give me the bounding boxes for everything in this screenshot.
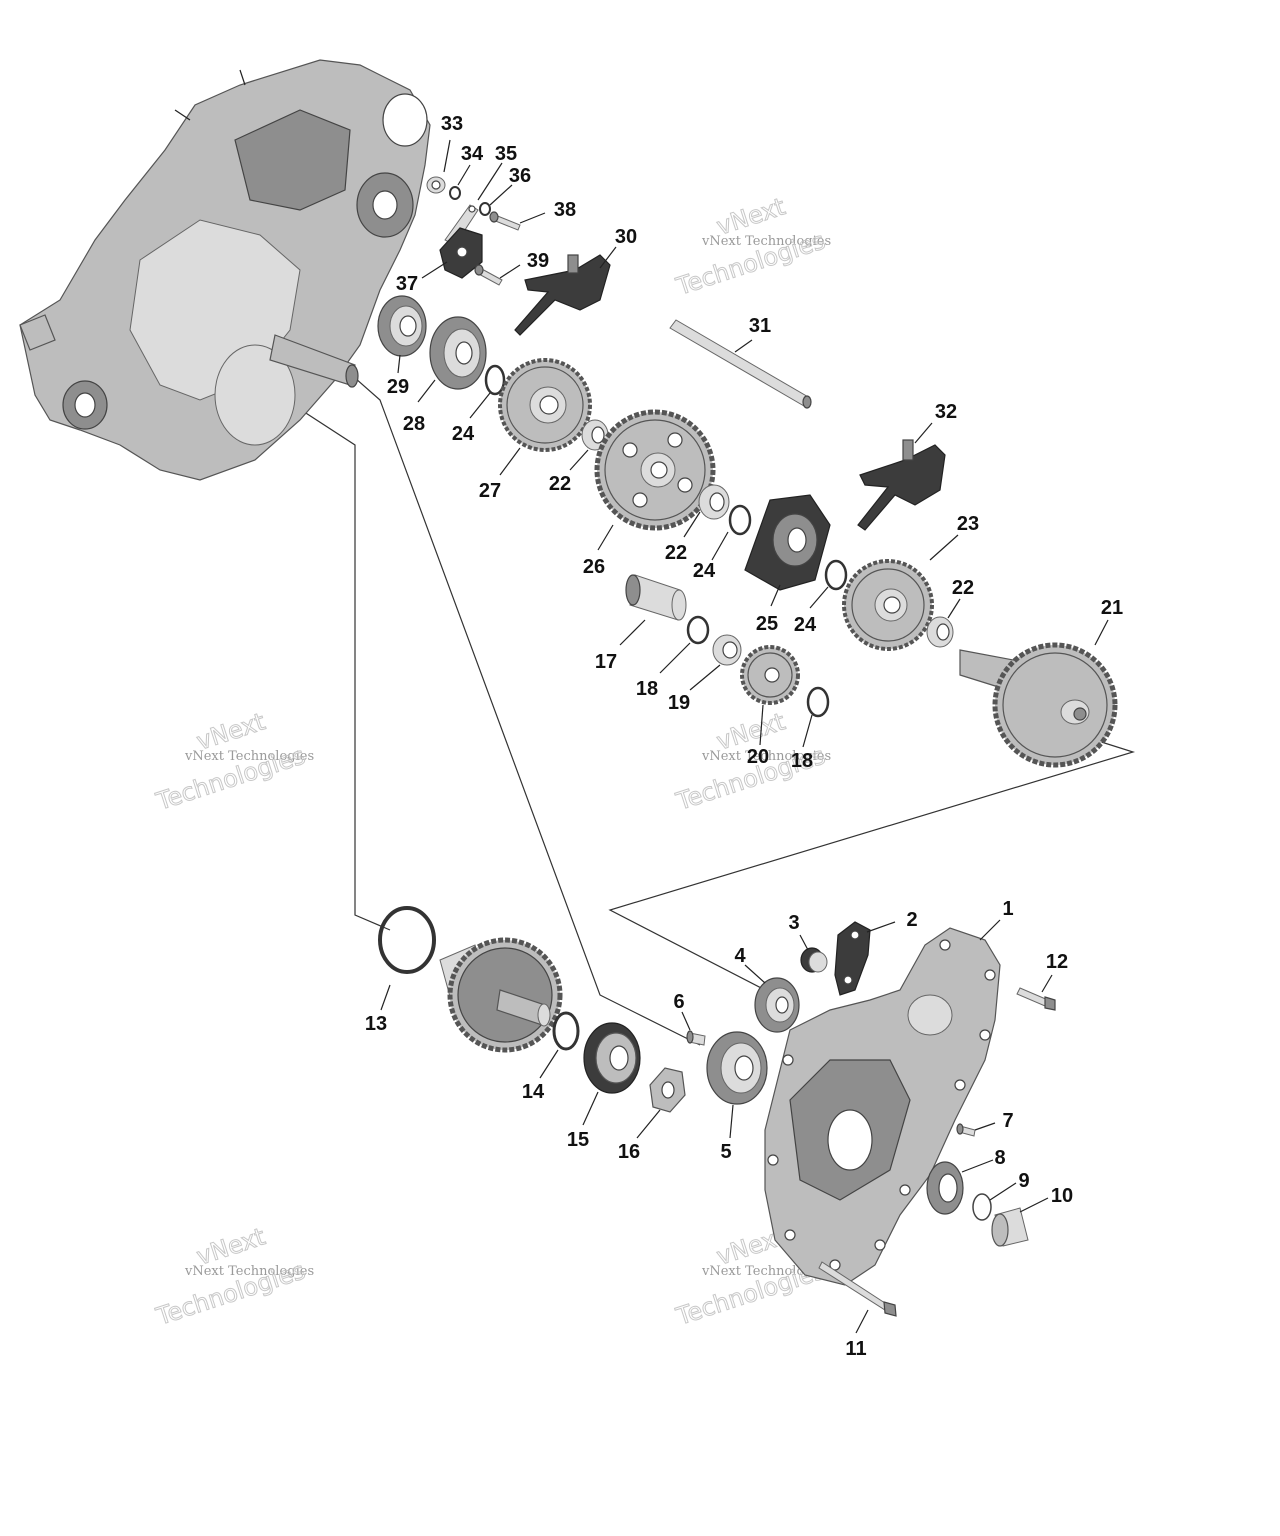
crankcase-half — [19, 59, 431, 481]
part-24-circlip-b — [728, 504, 752, 536]
part-25-shift-sleeve — [744, 494, 831, 591]
callout-12: 12 — [1046, 951, 1068, 973]
part-11-bolt — [818, 1261, 897, 1317]
part-33-spring — [426, 176, 446, 194]
part-8-oil-seal — [926, 1161, 964, 1215]
part-2-lever-plate — [834, 921, 871, 996]
callout-23: 23 — [957, 513, 979, 535]
watermark-top-right: vNext vNext Technologies Technologies — [672, 192, 831, 302]
callout-3: 3 — [788, 912, 799, 934]
callout-37: 37 — [396, 273, 418, 295]
callout-9: 9 — [1018, 1170, 1029, 1192]
callout-34: 34 — [461, 143, 484, 165]
callout-7: 7 — [1002, 1110, 1013, 1132]
watermark-text-2: vNext Technologies — [184, 749, 314, 764]
watermark-text-2: vNext Technologies — [701, 234, 831, 249]
callout-29: 29 — [387, 376, 409, 398]
callout-24: 24 — [452, 423, 475, 445]
leader-lines — [380, 139, 1109, 1334]
callout-18: 18 — [791, 750, 813, 772]
callout-38: 38 — [554, 199, 576, 221]
callout-8: 8 — [994, 1147, 1005, 1169]
part-29-bearing — [377, 295, 427, 357]
part-36-washer — [479, 202, 491, 216]
part-38-screw — [489, 211, 521, 231]
part-differential-gear — [439, 937, 563, 1053]
callout-33: 33 — [441, 113, 463, 135]
part-22-bushing-b — [698, 484, 730, 520]
callout-6: 6 — [673, 991, 684, 1013]
part-13-o-ring — [378, 906, 436, 974]
callout-20: 20 — [747, 746, 769, 768]
callout-1: 1 — [1002, 898, 1013, 920]
callout-18: 18 — [636, 678, 658, 700]
part-39-screw — [474, 264, 503, 286]
part-15-bearing — [583, 1022, 641, 1094]
part-14-seal-ring — [552, 1011, 580, 1051]
part-19-bushing — [712, 634, 742, 666]
callout-10: 10 — [1051, 1185, 1073, 1207]
part-21-output-shaft-gear — [959, 642, 1118, 768]
part-27-gear — [498, 358, 592, 452]
callout-28: 28 — [403, 413, 425, 435]
part-10-sleeve — [991, 1207, 1029, 1247]
callout-26: 26 — [583, 556, 605, 578]
watermark-mid-left: vNext vNext Technologies Technologies — [152, 707, 314, 817]
callout-19: 19 — [668, 692, 690, 714]
part-16-nut — [649, 1067, 686, 1113]
callout-25: 25 — [756, 613, 778, 635]
callout-39: 39 — [527, 250, 549, 272]
callout-14: 14 — [522, 1081, 545, 1103]
part-7-screw — [956, 1123, 976, 1137]
callout-17: 17 — [595, 651, 617, 673]
part-24-circlip-a — [484, 364, 506, 396]
part-34-washer — [449, 186, 461, 200]
part-24-circlip-c — [824, 559, 848, 591]
part-18-washer-a — [686, 615, 710, 645]
callout-24: 24 — [794, 614, 817, 636]
callout-13: 13 — [365, 1013, 387, 1035]
part-4-bearing — [754, 977, 800, 1033]
callout-15: 15 — [567, 1129, 589, 1151]
callout-36: 36 — [509, 165, 531, 187]
part-9-o-ring — [972, 1193, 992, 1221]
callout-22: 22 — [952, 577, 974, 599]
part-1-cover — [764, 927, 1001, 1286]
part-32-shift-fork — [857, 439, 946, 531]
part-6-plug-screw — [686, 1030, 706, 1046]
part-23-gear — [842, 559, 934, 651]
callout-22: 22 — [549, 473, 571, 495]
part-30-shift-fork — [514, 254, 611, 336]
callout-11: 11 — [845, 1338, 866, 1360]
callout-labels: 33 34 35 36 38 37 39 30 29 28 24 27 22 3… — [365, 113, 1123, 1360]
watermark-bottom-left: vNext vNext Technologies Technologies — [152, 1222, 314, 1332]
part-5-bearing — [706, 1031, 768, 1105]
callout-27: 27 — [479, 480, 501, 502]
callout-21: 21 — [1101, 597, 1123, 619]
watermark-text-2: vNext Technologies — [701, 749, 831, 764]
callout-4: 4 — [734, 945, 746, 967]
part-22-bushing-c — [926, 616, 954, 648]
part-37-shift-drum-cam — [439, 227, 483, 279]
part-12-bolt — [1016, 987, 1056, 1011]
part-3-bushing — [800, 947, 828, 973]
part-20-gear — [740, 645, 800, 705]
part-28-gear-hub — [429, 316, 487, 390]
part-26-large-gear — [594, 409, 716, 531]
watermark-text-2: vNext Technologies — [184, 1264, 314, 1279]
callout-16: 16 — [618, 1141, 640, 1163]
callout-2: 2 — [906, 909, 917, 931]
callout-35: 35 — [495, 143, 517, 165]
callout-30: 30 — [615, 226, 637, 248]
callout-32: 32 — [935, 401, 957, 423]
callout-31: 31 — [749, 315, 771, 337]
part-17-pin-sleeve — [625, 574, 687, 621]
callout-24: 24 — [693, 560, 716, 582]
callout-22: 22 — [665, 542, 687, 564]
callout-5: 5 — [720, 1141, 731, 1163]
part-31-shift-rod — [669, 319, 812, 409]
part-18-washer-b — [806, 686, 830, 718]
